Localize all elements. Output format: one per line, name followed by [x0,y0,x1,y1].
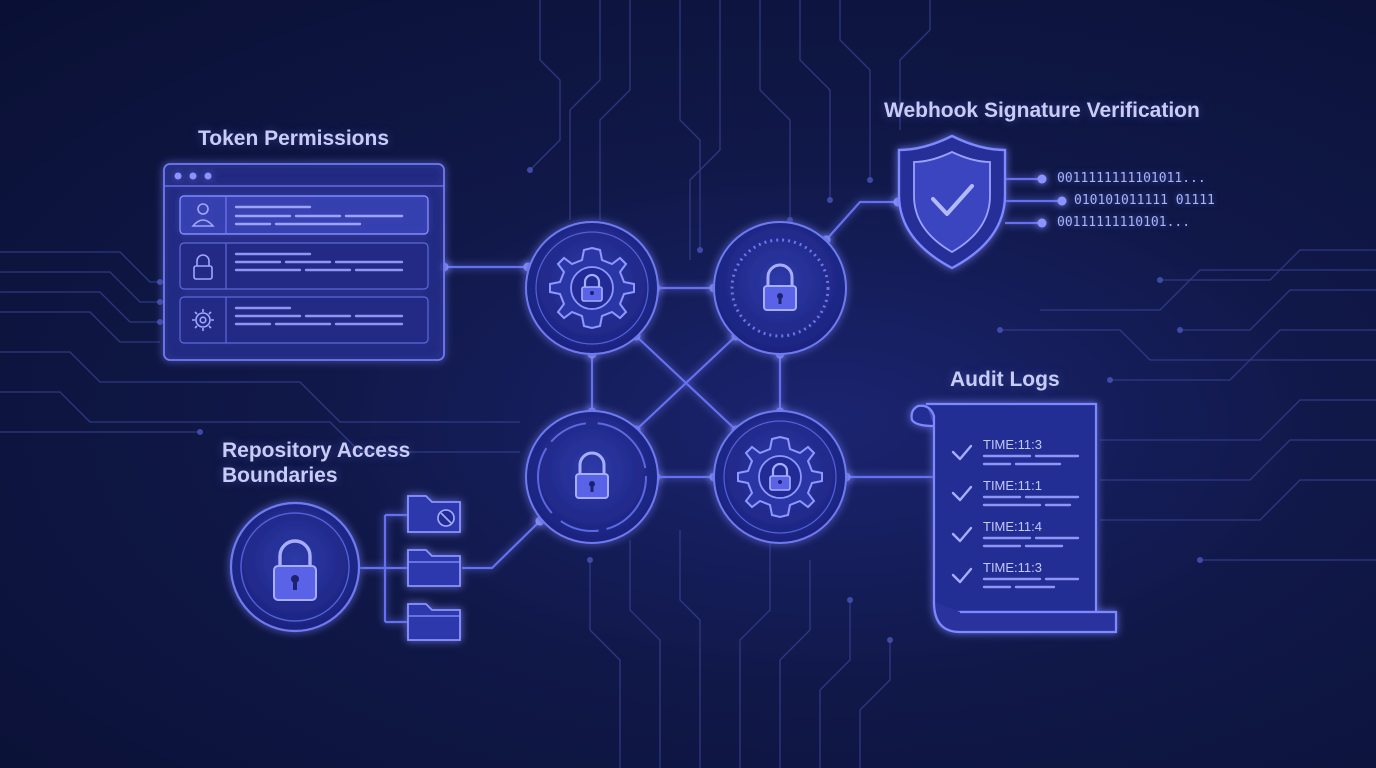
folder-icon [407,549,461,587]
token-permissions-label: Token Permissions [198,127,390,150]
hub-node-gear-lock-top [525,221,659,355]
check-icon [951,526,973,543]
hub-node-gear-lock-bottom [713,410,847,544]
window-dot-icon [174,172,182,180]
window-dot-icon [189,172,197,180]
hub-node-lock-bottom [525,410,659,544]
token-permissions-panel [163,163,445,361]
folder-icon [407,603,461,641]
folder-blocked-icon [407,495,461,533]
binary-line: 001​11111​11010​1... [1057,215,1191,230]
repository-access-label-line1: Repository Access [222,439,411,462]
panel-row-user [179,195,429,235]
window-dot-icon [204,172,212,180]
lock-icon [193,254,213,280]
binary-line: 001​11111​111010​11... [1057,171,1206,186]
user-icon [191,203,215,227]
audit-logs-label: Audit Logs [950,368,1060,391]
gear-lock-icon [737,435,823,519]
lock-icon [763,263,797,311]
check-icon [951,485,973,502]
shield-check-icon [897,134,1007,270]
audit-entry-time: TIME:11:3 [983,437,1043,452]
connection-lines [360,177,1062,624]
webhook-signature-label: Webhook Signature Verification [884,99,1200,122]
audit-entry-time: TIME:11:1 [983,478,1043,493]
panel-row-gear [179,296,429,344]
gear-lock-icon [549,246,635,330]
lock-icon [575,451,609,499]
circuit-trace-dots [157,167,1203,643]
hub-node-lock-top [713,221,847,355]
lock-icon [273,539,317,601]
panel-row-lock [179,242,429,290]
repository-lock-node [229,501,361,633]
check-icon [951,567,973,584]
binary-line: 010101011111 01​111 [1074,193,1215,208]
audit-entry-time: TIME:11:4 [983,519,1043,534]
check-icon [951,444,973,461]
gear-icon [192,309,214,331]
audit-entry-time: TIME:11:3 [983,560,1043,575]
audit-log-scroll [910,402,1118,634]
repository-access-label-line2: Boundaries [222,464,338,487]
